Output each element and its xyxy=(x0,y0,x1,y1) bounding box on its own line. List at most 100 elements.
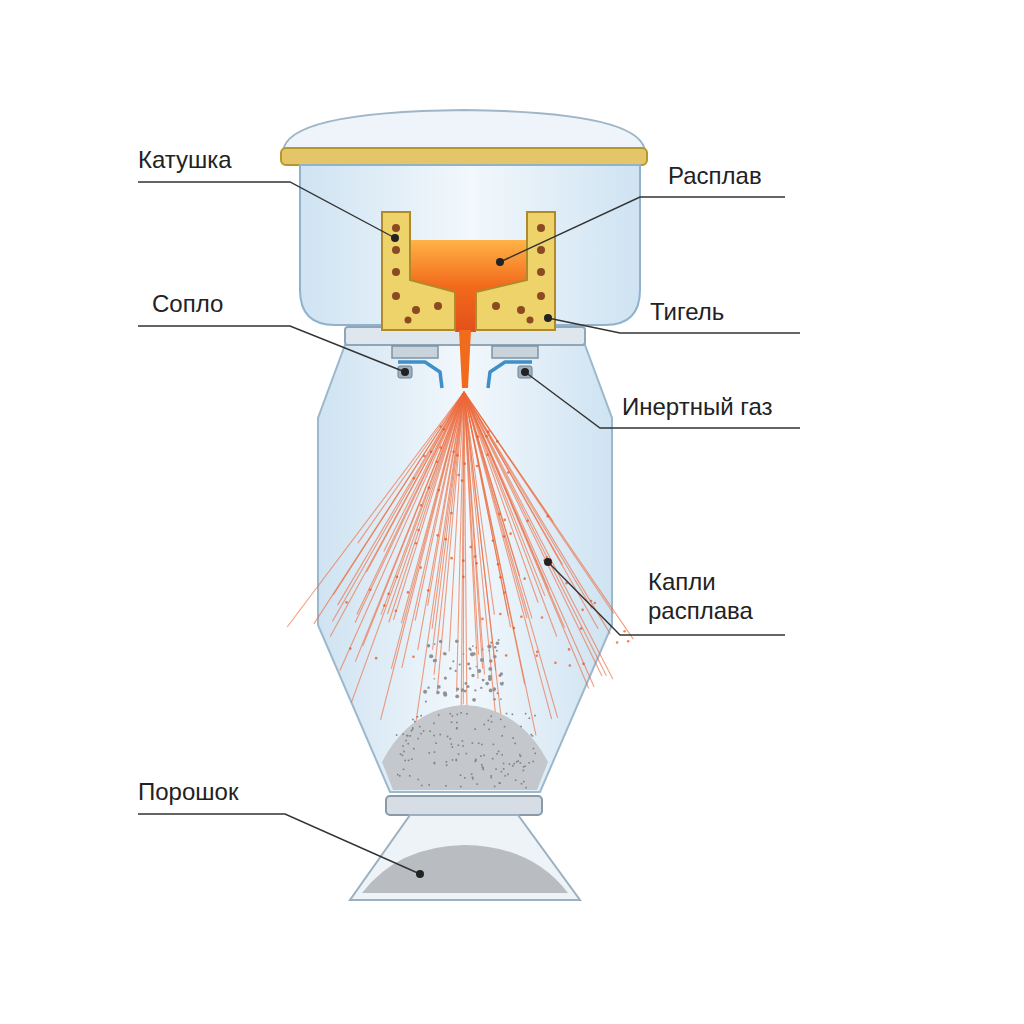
droplet xyxy=(423,455,426,458)
droplet xyxy=(439,446,442,449)
powder-grain xyxy=(455,759,457,761)
powder-grain xyxy=(472,742,474,744)
powder-grain xyxy=(506,713,508,715)
particle xyxy=(423,690,427,694)
powder-grain xyxy=(478,743,480,745)
droplet xyxy=(492,540,495,543)
droplet xyxy=(444,538,447,541)
particle xyxy=(493,698,495,700)
particle xyxy=(496,650,498,652)
spray-ray xyxy=(391,392,464,669)
particle xyxy=(463,653,465,655)
powder-grain xyxy=(452,759,454,761)
droplet xyxy=(469,546,472,549)
droplet xyxy=(503,519,506,522)
spray-ray xyxy=(464,392,498,739)
droplet xyxy=(436,534,439,537)
particle xyxy=(488,650,490,652)
spray-ray xyxy=(437,392,464,694)
spray-vessel xyxy=(318,345,612,792)
powder-grain xyxy=(496,753,498,755)
powder-grain xyxy=(462,745,464,747)
particle xyxy=(452,660,454,662)
powder-grain xyxy=(458,753,460,755)
particle xyxy=(501,682,503,684)
powder-grain xyxy=(488,729,490,731)
leader-lines xyxy=(138,182,800,874)
powder-grain xyxy=(524,766,526,768)
powder-grain xyxy=(402,733,404,735)
powder-grain xyxy=(423,730,425,732)
droplet xyxy=(474,555,477,558)
crucible-left xyxy=(382,212,455,330)
powder-grain xyxy=(438,714,440,716)
spray-ray xyxy=(355,392,464,662)
powder-grain xyxy=(420,715,422,717)
powder-grain xyxy=(525,713,527,715)
particle xyxy=(482,649,484,651)
powder-grain xyxy=(466,753,468,755)
spray-ray xyxy=(402,392,464,668)
particle xyxy=(439,640,442,643)
particle xyxy=(496,642,500,646)
droplet xyxy=(438,489,441,492)
spray-ray xyxy=(464,392,613,679)
powder-grain xyxy=(409,775,411,777)
spray-ray xyxy=(401,392,464,623)
droplet xyxy=(546,515,549,518)
droplet xyxy=(475,562,478,565)
droplet xyxy=(345,601,348,604)
crucible-right xyxy=(476,212,555,330)
particle xyxy=(455,670,457,672)
particle xyxy=(444,676,447,679)
droplet xyxy=(487,430,490,433)
droplet xyxy=(462,576,465,579)
powder-grain xyxy=(504,775,506,777)
droplet xyxy=(523,577,526,580)
powder-grain xyxy=(472,778,474,780)
powder-grain xyxy=(460,786,462,788)
particle xyxy=(465,682,468,685)
powder-grain xyxy=(512,765,514,767)
powder-grain xyxy=(525,787,527,789)
powder-grain xyxy=(396,734,398,736)
part-label: Порошок xyxy=(138,778,338,807)
powder-grain xyxy=(420,733,422,735)
powder-grain xyxy=(408,760,410,762)
powder-grain xyxy=(483,724,485,726)
droplet xyxy=(499,674,502,677)
particle xyxy=(477,669,481,673)
particle xyxy=(500,672,503,675)
particle xyxy=(467,685,470,688)
particle xyxy=(472,698,476,702)
powder-grain xyxy=(534,753,536,755)
spray-ray xyxy=(464,392,610,634)
spray-ray xyxy=(464,392,602,676)
powder-grain xyxy=(434,751,436,753)
spray-ray xyxy=(415,392,464,621)
powder-grain xyxy=(494,786,496,788)
droplet xyxy=(476,465,479,468)
particle xyxy=(429,654,433,658)
droplet xyxy=(554,662,557,665)
droplet xyxy=(509,532,512,535)
powder-grain xyxy=(512,714,514,716)
powder-grain xyxy=(482,766,484,768)
falling-particles xyxy=(396,639,536,788)
powder-grain xyxy=(399,775,401,777)
droplet xyxy=(568,648,571,651)
droplet xyxy=(427,589,430,592)
powder-grain xyxy=(483,755,485,757)
powder-grain xyxy=(455,760,457,762)
powder-grain xyxy=(417,716,419,718)
droplet xyxy=(419,566,422,569)
droplet xyxy=(450,557,453,560)
powder-grain xyxy=(406,735,408,737)
droplet xyxy=(496,440,499,443)
particle xyxy=(480,658,484,662)
coil-turns xyxy=(392,224,545,324)
part-label: Катушка xyxy=(138,146,338,175)
powder-grain xyxy=(446,761,448,763)
droplet xyxy=(526,519,529,522)
particle xyxy=(467,662,470,665)
